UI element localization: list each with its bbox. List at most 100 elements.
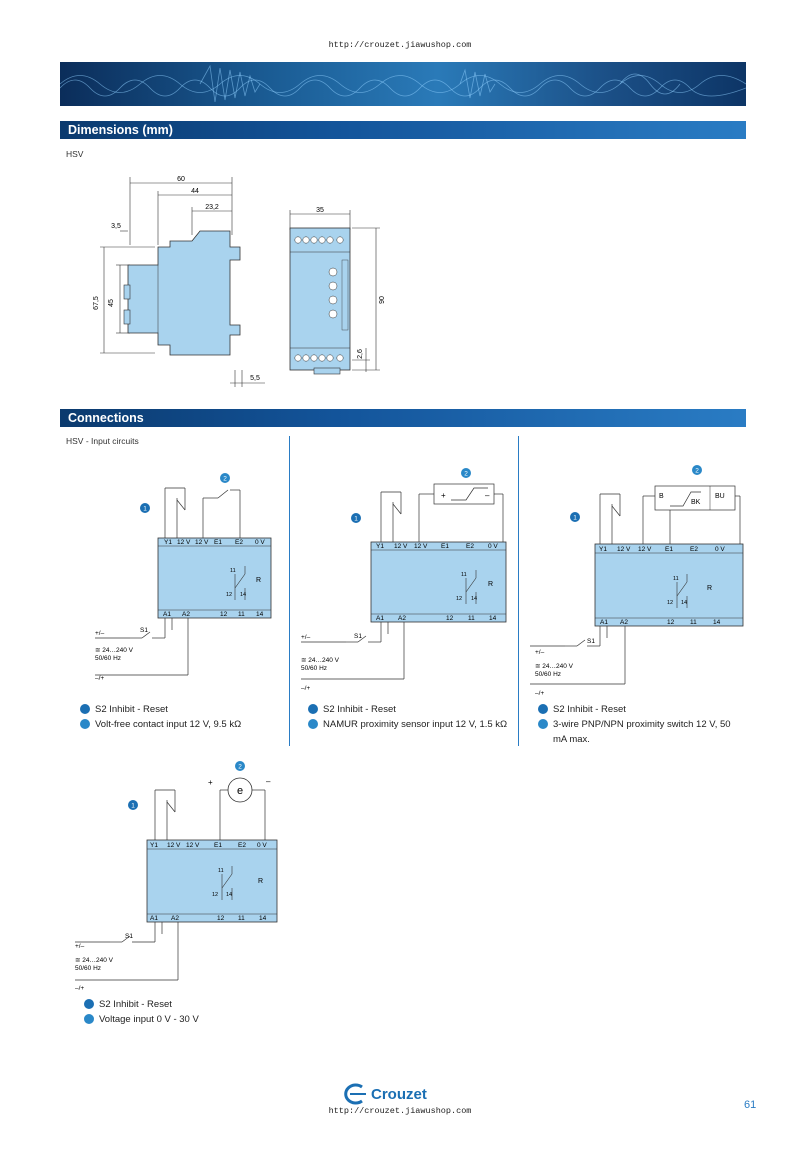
dim-44: 44 <box>191 188 199 195</box>
callout-2-icon <box>235 761 245 771</box>
source-minus: – <box>266 777 271 786</box>
terminal-e1: E1 <box>214 842 222 849</box>
wire-bu-label: BU <box>715 493 725 500</box>
circuit-volt-free-contact: Y1 12 V 12 V E1 E2 0 V A1 A2 12 11 14 R … <box>95 473 272 682</box>
circuit-3-wire-switch: B BK BU Y1 12 V 12 V E1 E2 0 V A1 A2 12 … <box>530 465 744 697</box>
polarity-minus-plus: –/+ <box>75 985 84 992</box>
switch-s1: S1 <box>140 627 148 634</box>
side-view-drawing: 60 44 23,2 3,5 67,5 45 5,5 <box>93 176 265 387</box>
terminal-a2: A2 <box>182 611 190 618</box>
terminal-12: 12 <box>667 619 675 626</box>
relay-pin-14: 14 <box>681 600 687 606</box>
legend-item: Volt-free contact input 12 V, 9.5 kΩ <box>95 719 242 730</box>
relay-label: R <box>256 577 261 584</box>
wire-b-label: B <box>659 493 664 500</box>
legend-circuit-2: S2 Inhibit - Reset NAMUR proximity senso… <box>308 702 516 732</box>
relay-pin-14: 14 <box>471 596 477 602</box>
terminal-12v: 12 V <box>177 539 191 546</box>
voltage-source-icon <box>227 777 253 803</box>
terminal-a1: A1 <box>600 619 608 626</box>
terminal-12v: 12 V <box>414 543 428 550</box>
terminal-11: 11 <box>690 619 697 626</box>
legend-circuit-3: S2 Inhibit - Reset 3-wire PNP/NPN proxim… <box>538 702 746 747</box>
relay-pin-12: 12 <box>667 600 673 606</box>
dim-60: 60 <box>177 176 185 183</box>
terminal-e1: E1 <box>665 546 673 553</box>
front-view-drawing: 35 90 2,6 <box>289 207 386 375</box>
supply-voltage: ≅ 24…240 V <box>95 647 134 654</box>
terminal-a2: A2 <box>171 915 179 922</box>
callout-1-label: 1 <box>573 515 577 522</box>
header-banner <box>60 62 746 106</box>
callout-2-label: 2 <box>464 471 468 478</box>
circuit-voltage-input: e + – Y1 12 V 12 V E1 E2 0 V A1 A2 12 11… <box>75 761 278 992</box>
page-number: 61 <box>744 1099 757 1111</box>
source-plus: + <box>208 778 213 787</box>
section-title-connections: Connections <box>60 409 746 427</box>
footer-url[interactable]: http://crouzet.jiawushop.com <box>328 1106 472 1116</box>
polarity-plus-minus: +/– <box>535 649 545 656</box>
legend-item: S2 Inhibit - Reset <box>323 704 396 715</box>
callout-1-icon <box>351 513 361 523</box>
terminal-11: 11 <box>238 611 245 618</box>
terminal-e2: E2 <box>235 539 243 546</box>
relay-pin-11: 11 <box>673 576 679 582</box>
relay-label: R <box>258 878 263 885</box>
polarity-plus-minus: +/– <box>95 630 105 637</box>
section-title-dimensions: Dimensions (mm) <box>60 121 746 139</box>
dim-5-5: 5,5 <box>250 375 260 382</box>
terminal-e2: E2 <box>238 842 246 849</box>
legend-item: 3-wire PNP/NPN proximity switch 12 V, 50… <box>553 719 731 745</box>
supply-frequency: 50/60 Hz <box>535 671 561 678</box>
legend-item: S2 Inhibit - Reset <box>553 704 626 715</box>
terminal-e2: E2 <box>690 546 698 553</box>
terminal-12v: 12 V <box>195 539 209 546</box>
dim-67-5: 67,5 <box>93 296 100 310</box>
switch-s1: S1 <box>125 933 133 940</box>
dim-23-2: 23,2 <box>205 204 219 211</box>
column-divider <box>518 436 519 746</box>
callout-1-icon <box>538 704 548 714</box>
terminal-0v: 0 V <box>257 842 267 849</box>
terminal-12v: 12 V <box>617 546 631 553</box>
dim-3-5: 3,5 <box>111 223 121 230</box>
relay-pin-12: 12 <box>456 596 462 602</box>
terminal-14: 14 <box>489 615 497 622</box>
sensor-plus: + <box>441 491 446 500</box>
polarity-minus-plus: –/+ <box>95 675 104 682</box>
terminal-0v: 0 V <box>488 543 498 550</box>
sensor-minus: – <box>485 491 490 500</box>
callout-2-icon <box>461 468 471 478</box>
relay-pin-14: 14 <box>226 892 232 898</box>
legend-item: S2 Inhibit - Reset <box>99 999 172 1010</box>
callout-1-label: 1 <box>354 516 358 523</box>
column-divider <box>289 436 290 746</box>
terminal-y1: Y1 <box>599 546 607 553</box>
relay-label: R <box>488 581 493 588</box>
switch-s1: S1 <box>354 633 362 640</box>
supply-frequency: 50/60 Hz <box>95 655 121 662</box>
polarity-plus-minus: +/– <box>301 634 311 641</box>
callout-2-icon <box>220 473 230 483</box>
connections-subtitle: HSV - Input circuits <box>66 436 139 446</box>
legend-item: Voltage input 0 V - 30 V <box>99 1014 199 1025</box>
callout-1-icon <box>570 512 580 522</box>
terminal-12: 12 <box>446 615 454 622</box>
callout-1-icon <box>80 704 90 714</box>
dim-front-2-6: 2,6 <box>357 349 364 359</box>
callout-2-icon <box>80 719 90 729</box>
callout-2-label: 2 <box>223 476 227 483</box>
callout-2-icon <box>538 719 548 729</box>
circuit-namur-sensor: + – Y1 12 V 12 V E1 E2 0 V A1 A2 12 11 1… <box>301 468 507 692</box>
supply-voltage: ≅ 24…240 V <box>301 657 340 664</box>
relay-pin-11: 11 <box>230 568 236 574</box>
supply-voltage: ≅ 24…240 V <box>535 663 574 670</box>
terminal-12v: 12 V <box>167 842 181 849</box>
banner-wave-graphic <box>60 64 746 103</box>
dim-front-35: 35 <box>316 207 324 214</box>
header-url[interactable]: http://crouzet.jiawushop.com <box>328 40 472 50</box>
callout-2-label: 2 <box>695 468 699 475</box>
callout-1-label: 1 <box>131 803 135 810</box>
callout-1-label: 1 <box>143 506 147 513</box>
terminal-a1: A1 <box>376 615 384 622</box>
